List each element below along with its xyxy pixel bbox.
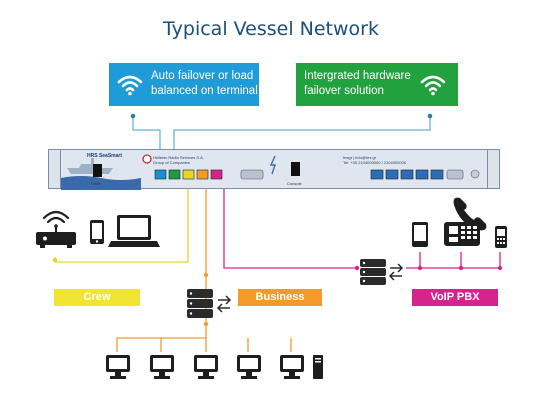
callout-left-line1: Auto failover or load: [151, 70, 254, 82]
device-company-line2: Group of Companies: [153, 160, 190, 165]
callout-auto-failover: Auto failover or load balanced on termin…: [109, 63, 259, 106]
business-label: Business: [238, 289, 322, 306]
device-company-line1: Hellenic Radio Services S.A.: [153, 155, 204, 160]
callout-right-line1: Intergrated hardware: [304, 70, 411, 82]
callout-integrated-failover: Intergrated hardware failover solution: [296, 63, 458, 106]
wifi-icon: [420, 75, 446, 96]
device-port-label-pwr: PWR: [91, 181, 101, 186]
callout-right-line2: failover solution: [304, 85, 384, 97]
callout-left-line2: balanced on terminal: [151, 85, 258, 97]
device-brand: HRS SeaSmart: [87, 153, 123, 159]
page-title: Typical Vessel Network: [163, 18, 379, 40]
voip-pbx-label: VoIP PBX: [412, 289, 498, 306]
rack-panel-graphics: [61, 154, 480, 190]
rack-router-device: HRS SeaSmart Hellenic Radio Services S.A…: [60, 149, 488, 190]
device-contact-line1: hrsgr | info@hrs.gr: [343, 155, 377, 160]
wifi-icon: [117, 75, 143, 96]
crew-label: Crew: [54, 289, 140, 306]
device-port-label-console: Console: [287, 181, 302, 186]
device-contact-line2: Tel: +30 2104000000 / 2104000000: [343, 160, 407, 165]
